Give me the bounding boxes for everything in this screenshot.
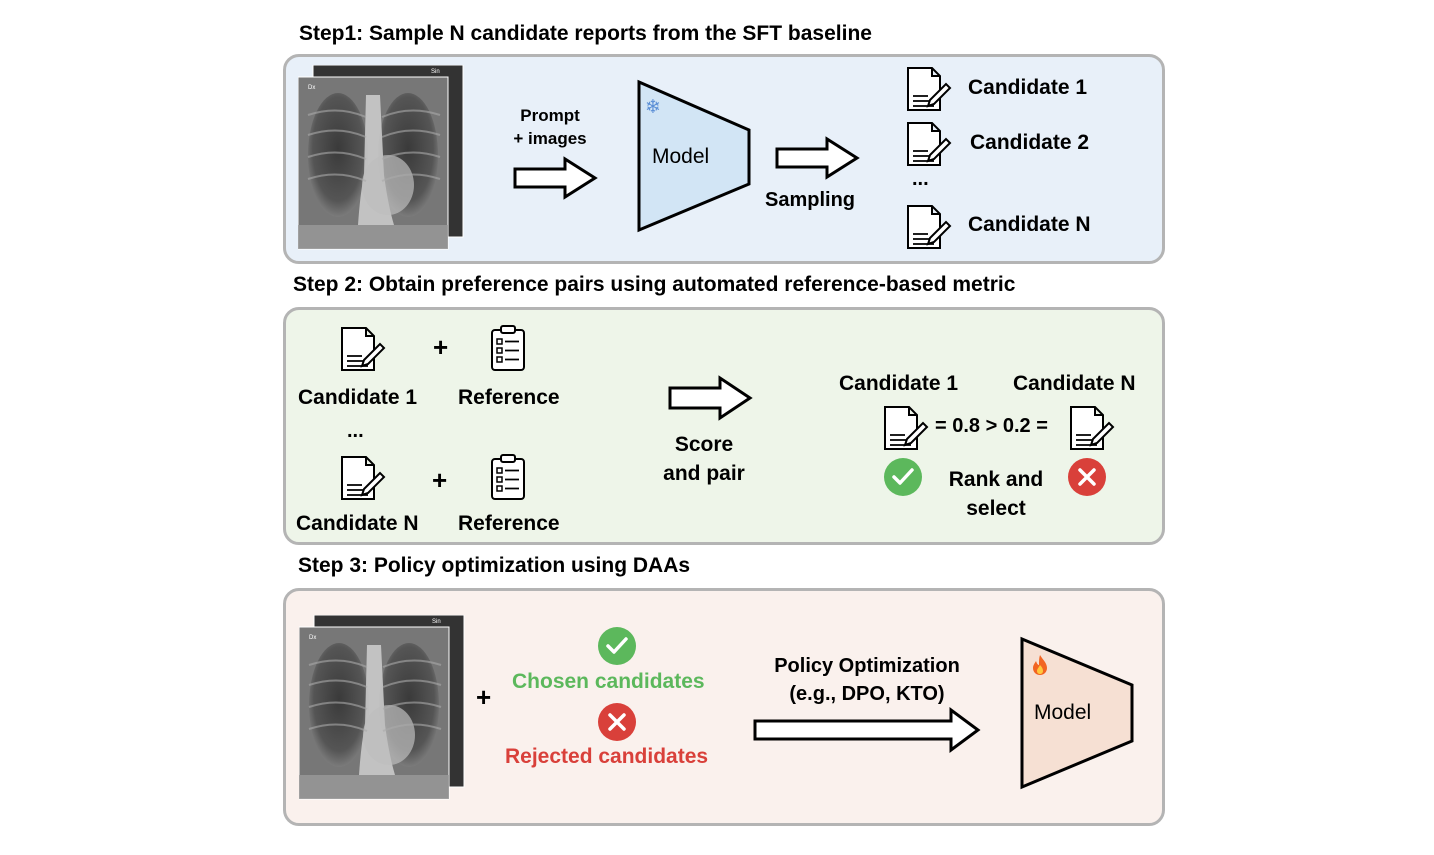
plus-sign: + xyxy=(476,682,492,712)
reference-label: Reference xyxy=(458,386,560,409)
document-icon xyxy=(907,205,952,249)
score-line-2: and pair xyxy=(663,462,745,485)
prompt-line-1: Prompt xyxy=(520,106,580,125)
candidate-n-label: Candidate N xyxy=(968,213,1091,236)
candidate-1-label: Candidate 1 xyxy=(968,76,1088,99)
reference-label: Reference xyxy=(458,512,560,535)
rank-candidate-1-label: Candidate 1 xyxy=(839,372,959,395)
xray-label-dx: Dx xyxy=(309,635,316,641)
candidates-ellipsis: ... xyxy=(912,168,929,190)
arrow-right-icon xyxy=(668,375,753,421)
step1-title: Step1: Sample N candidate reports from t… xyxy=(299,22,872,45)
xray-image-stack: Dx Sin xyxy=(299,615,465,800)
arrow-right-icon xyxy=(753,707,981,753)
plus-sign: + xyxy=(433,332,449,362)
model-label: Model xyxy=(1034,701,1092,724)
clipboard-icon xyxy=(491,325,525,371)
rank-line-1: Rank and xyxy=(948,468,1044,491)
arrow-right-icon xyxy=(513,156,598,200)
chosen-candidates-label: Chosen candidates xyxy=(512,670,705,693)
cross-circle-icon xyxy=(1068,458,1106,496)
step2-panel xyxy=(283,307,1165,545)
xray-label-dx: Dx xyxy=(308,85,315,91)
xray-image-stack: Dx Sin xyxy=(298,65,464,250)
document-icon xyxy=(341,327,386,371)
trainable-model-shape xyxy=(1020,636,1134,790)
candidate-2-label: Candidate 2 xyxy=(970,131,1090,154)
check-circle-icon xyxy=(598,627,636,665)
pairs-ellipsis: ... xyxy=(347,420,364,442)
flame-icon xyxy=(1033,655,1047,675)
document-icon xyxy=(1070,406,1115,450)
step3-title: Step 3: Policy optimization using DAAs xyxy=(298,554,691,577)
score-expression: = 0.8 > 0.2 = xyxy=(935,415,1048,437)
rank-and-select-label: Rank and select xyxy=(936,465,1056,523)
rejected-candidates-label: Rejected candidates xyxy=(505,745,709,768)
sampling-label: Sampling xyxy=(765,189,856,211)
document-icon xyxy=(341,456,386,500)
document-icon xyxy=(907,122,952,166)
prompt-label: Prompt + images xyxy=(505,104,595,150)
candidate-1-label: Candidate 1 xyxy=(298,386,418,409)
model-label: Model xyxy=(652,145,710,168)
cross-circle-icon xyxy=(598,703,636,741)
prompt-line-2: + images xyxy=(513,129,587,148)
step2-title: Step 2: Obtain preference pairs using au… xyxy=(293,273,1016,296)
clipboard-icon xyxy=(491,454,525,500)
policy-line-1: Policy Optimization xyxy=(774,655,960,677)
check-circle-icon xyxy=(884,458,922,496)
policy-optimization-label: Policy Optimization (e.g., DPO, KTO) xyxy=(745,652,989,708)
snowflake-icon: ❄ xyxy=(645,96,661,118)
document-icon xyxy=(884,406,929,450)
rank-line-2: select xyxy=(966,497,1026,520)
score-and-pair-label: Score and pair xyxy=(650,430,758,488)
policy-line-2: (e.g., DPO, KTO) xyxy=(789,683,945,705)
xray-label-sin: Sin xyxy=(432,619,441,625)
plus-sign: + xyxy=(432,465,448,495)
score-line-1: Score xyxy=(674,433,734,456)
rank-candidate-n-label: Candidate N xyxy=(1013,372,1136,395)
frozen-model-shape xyxy=(637,79,751,233)
xray-label-sin: Sin xyxy=(431,69,440,75)
candidate-n-label: Candidate N xyxy=(296,512,419,535)
document-icon xyxy=(907,67,952,111)
arrow-right-icon xyxy=(775,136,860,180)
